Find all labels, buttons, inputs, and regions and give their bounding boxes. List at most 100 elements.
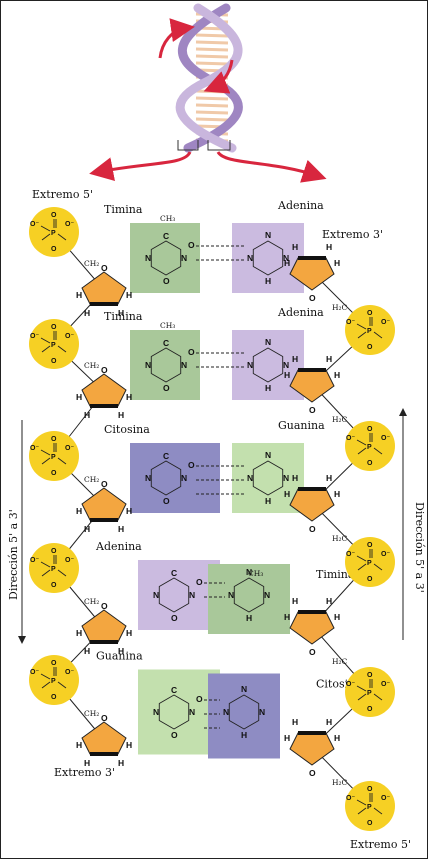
helix-rung	[195, 96, 229, 101]
ring-oxygen-atom: O	[101, 365, 108, 375]
hydrogen-atom: H	[76, 740, 82, 750]
nitrogen-atom: N	[283, 253, 289, 263]
oxygen-ion-atom: O⁻	[65, 333, 74, 340]
nitrogen-atom: N	[241, 684, 247, 694]
oxygen-atom: O	[367, 672, 373, 679]
base-ring	[252, 460, 284, 496]
methylene-group: CH₂	[84, 475, 99, 484]
oxygen-atom: O	[188, 240, 195, 250]
strand-bracket-left	[177, 140, 199, 151]
hydrogen-atom: H	[246, 613, 252, 623]
hydrogen-atom: H	[126, 628, 132, 638]
helix-rung	[195, 103, 229, 108]
hydrogen-atom: H	[126, 506, 132, 516]
phosphate-group: POO⁻O⁻O	[345, 667, 395, 717]
nitrogen-atom: N	[228, 590, 234, 600]
phosphate-circle	[29, 543, 79, 593]
base-ring	[228, 694, 260, 730]
phosphate-group: POO⁻O⁻O	[345, 421, 395, 471]
hydrogen-atom: H	[84, 646, 90, 656]
base-right-box	[232, 223, 304, 293]
hydrogen-atom: H	[118, 308, 124, 318]
base-left-box	[138, 669, 220, 755]
nitrogen-atom: N	[145, 253, 151, 263]
bond	[356, 685, 367, 692]
nitrogen-atom: N	[181, 360, 187, 370]
helix-rung	[195, 33, 229, 38]
base-ring	[150, 460, 182, 496]
oxygen-ion-atom: O⁻	[30, 669, 39, 676]
hydrogen-atom: H	[241, 730, 247, 740]
oxygen-atom: O	[367, 786, 373, 793]
bond	[356, 439, 367, 446]
phosphorus-atom: P	[51, 342, 56, 349]
hydrogen-atom: H	[76, 392, 82, 402]
hydrogen-atom: H	[284, 370, 290, 380]
methylene-group: CH₂	[84, 361, 99, 370]
hydrogen-atom: H	[284, 733, 290, 743]
nitrogen-atom: N	[247, 360, 253, 370]
oxygen-ion-atom: O⁻	[65, 221, 74, 228]
hydrogen-atom: H	[284, 489, 290, 499]
phosphate-group: POO⁻O⁻O	[29, 319, 79, 369]
label-3-prime-end-bottom: Extremo 3'	[54, 766, 115, 779]
bond	[57, 681, 67, 689]
base-left-box	[130, 443, 220, 513]
base-ring	[252, 347, 284, 383]
phosphate-group: POO⁻O⁻O	[29, 207, 79, 257]
phosphorus-atom: P	[367, 690, 372, 697]
phosphorus-atom: P	[367, 804, 372, 811]
nitrogen-atom: N	[259, 707, 265, 717]
expand-arrow-left	[89, 151, 192, 181]
bond	[41, 345, 51, 353]
nitrogen-atom: N	[153, 707, 159, 717]
rotation-arrow-right	[203, 59, 234, 94]
label-5-prime-end-bottom: Extremo 5'	[350, 838, 411, 851]
oxygen-atom: O	[51, 246, 57, 253]
hydrogen-atom: H	[126, 392, 132, 402]
bond	[41, 457, 51, 465]
nitrogen-atom: N	[283, 473, 289, 483]
oxygen-atom: O	[51, 358, 57, 365]
nitrogen-atom: N	[145, 473, 151, 483]
hydrogen-atom: H	[76, 290, 82, 300]
base-name-right: Guanina	[278, 419, 325, 432]
hydrogen-atom: H	[76, 628, 82, 638]
oxygen-atom: O	[188, 460, 195, 470]
carbon-atom: C	[171, 568, 177, 578]
base-ring	[158, 577, 190, 613]
phosphate-group: POO⁻O⁻O	[29, 655, 79, 705]
nitrogen-atom: N	[265, 450, 271, 460]
oxygen-atom: O	[367, 576, 373, 583]
hydrogen-atom: H	[118, 646, 124, 656]
base-left-box	[130, 330, 200, 400]
sugar-ring	[289, 488, 335, 522]
bond	[373, 563, 383, 571]
oxygen-atom: O	[51, 548, 57, 555]
carbon-atom: C	[171, 685, 177, 695]
nitrogen-atom: N	[145, 360, 151, 370]
methylene-group: H₂C	[332, 303, 348, 312]
hydrogen-atom: H	[118, 524, 124, 534]
nitrogen-atom: N	[265, 230, 271, 240]
methylene-group: H₂C	[332, 778, 348, 787]
hydrogen-atom: H	[265, 276, 271, 286]
oxygen-atom: O	[367, 426, 373, 433]
phosphate-circle	[29, 319, 79, 369]
base-name-left: Timina	[104, 203, 143, 216]
oxygen-atom: O	[51, 660, 57, 667]
phosphate-circle	[345, 305, 395, 355]
base-ring	[252, 240, 284, 276]
nitrogen-atom: N	[283, 360, 289, 370]
phosphorus-atom: P	[367, 328, 372, 335]
base-left-box	[130, 223, 200, 293]
phosphorus-atom: P	[51, 230, 56, 237]
nitrogen-atom: N	[181, 473, 187, 483]
helix-rung	[195, 54, 229, 59]
